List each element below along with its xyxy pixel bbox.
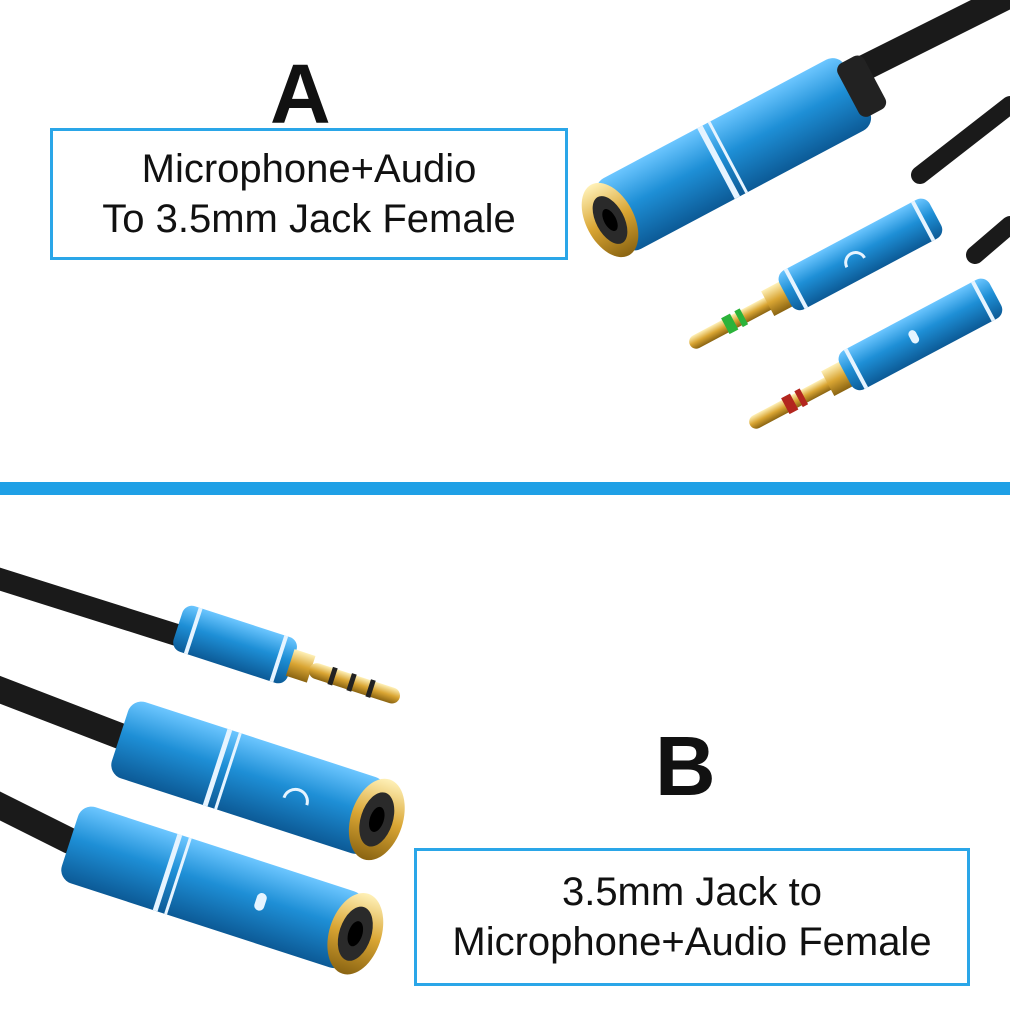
male-plug-b <box>173 605 400 704</box>
cable-group-b <box>0 567 191 854</box>
adapter-a-illustration <box>581 0 1010 429</box>
caption-box-b: 3.5mm Jack to Microphone+Audio Female <box>414 848 970 986</box>
female-socket-a <box>581 55 887 258</box>
section-divider <box>0 482 1010 495</box>
cable-group-a <box>847 0 1010 264</box>
adapter-b-illustration <box>0 567 405 975</box>
caption-a-line1: Microphone+Audio <box>141 147 477 191</box>
label-letter-a: A <box>270 47 331 141</box>
caption-b-line2: Microphone+Audio Female <box>452 920 932 964</box>
headphone-plug-a <box>689 198 943 349</box>
panel-b: B 3.5mm Jack to Microphone+Audio Female <box>0 496 1010 1010</box>
panel-a: A Microphone+Audio To 3.5mm Jack Female <box>0 0 1010 482</box>
microphone-plug-a <box>749 278 1003 429</box>
caption-b-line1: 3.5mm Jack to <box>561 870 823 914</box>
label-letter-b: B <box>655 719 716 813</box>
caption-a-line2: To 3.5mm Jack Female <box>102 197 516 241</box>
headphone-socket-b <box>111 701 405 861</box>
caption-box-a: Microphone+Audio To 3.5mm Jack Female <box>50 128 568 260</box>
microphone-socket-b <box>61 806 384 975</box>
